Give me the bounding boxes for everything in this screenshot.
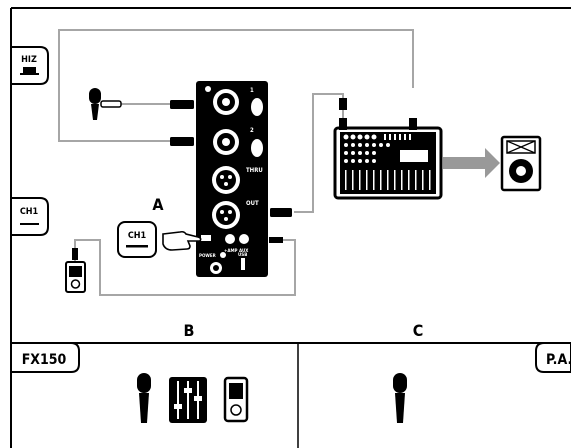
- pa-tab[interactable]: P.A.: [535, 342, 571, 373]
- label-a: A: [152, 195, 164, 214]
- xlr-cable-icon: [170, 100, 292, 243]
- mixer-icon: [333, 98, 443, 200]
- ch1-tab-label: CH1: [20, 207, 39, 217]
- pa-tab-label: P.A.: [546, 352, 571, 368]
- jack-num-2: 2: [250, 127, 254, 134]
- microphone-icon: [393, 373, 407, 423]
- label-b: B: [184, 321, 195, 340]
- microphone-icon: [89, 88, 122, 120]
- label-c: C: [413, 321, 424, 340]
- mp3-player-icon: [65, 248, 86, 293]
- signal-arrow: [443, 148, 500, 178]
- fx150-tab[interactable]: FX150: [10, 342, 80, 373]
- diagram-frame: [10, 7, 571, 448]
- microphone-icon: [137, 373, 151, 423]
- power-label: POWER: [199, 253, 217, 259]
- ch1-button[interactable]: CH1: [117, 221, 157, 258]
- aux-label: AUX: [239, 248, 249, 254]
- ch1-button-label: CH1: [128, 231, 147, 241]
- speaker-icon: [500, 135, 542, 192]
- pointing-hand-icon: [162, 230, 202, 251]
- mp3-player-icon: [223, 376, 249, 423]
- fx150-tab-label: FX150: [22, 352, 67, 368]
- hiz-tab-label: HIZ: [21, 55, 37, 65]
- cables: [58, 29, 414, 296]
- jack-num-1: 1: [250, 87, 254, 94]
- fader-icon: [169, 377, 207, 423]
- usb-label: USB: [238, 252, 247, 258]
- ch1-tab[interactable]: CH1: [10, 197, 49, 236]
- effects-unit-icon: 1 2 THRU OUT +AMP AUX POWER USB: [196, 81, 268, 277]
- amp-label: +AMP: [224, 248, 238, 254]
- hiz-tab[interactable]: HIZ: [10, 46, 49, 85]
- out-label: OUT: [246, 200, 259, 207]
- thru-label: THRU: [246, 167, 263, 174]
